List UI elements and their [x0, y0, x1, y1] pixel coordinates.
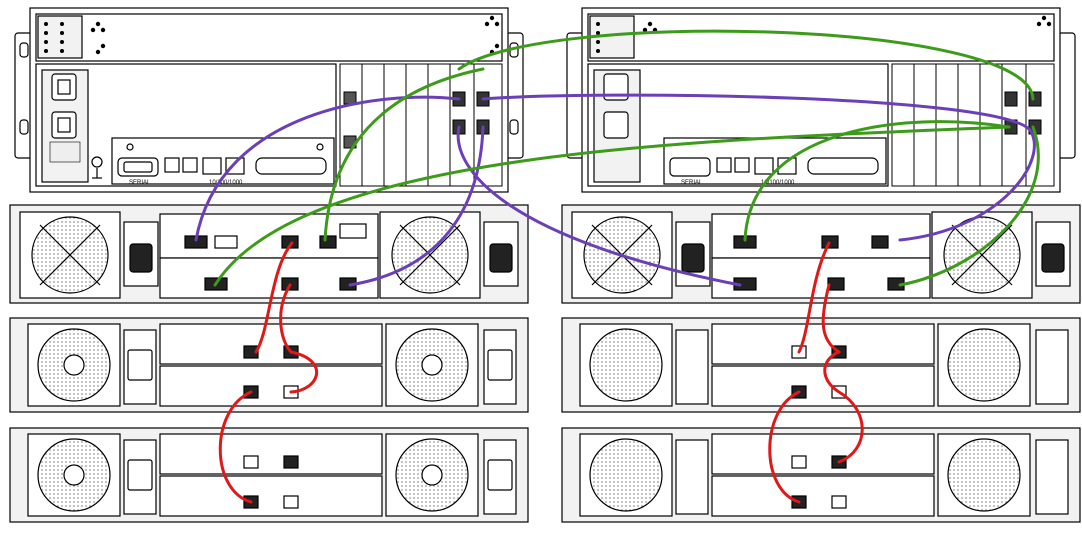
esm-a [159, 433, 383, 475]
esm-port-icon [243, 345, 259, 359]
drive-port-icon [319, 235, 337, 249]
drive-enclosure-left-1 [9, 317, 529, 413]
esm-port-icon [283, 455, 299, 469]
fan-icon [931, 211, 1033, 299]
power-inlet-icon [603, 111, 629, 139]
fan-icon [589, 328, 663, 402]
fan-icon [947, 438, 1021, 512]
red-cable-6 [797, 241, 831, 354]
esm-port-icon [831, 495, 847, 509]
usb-port-icon [164, 157, 180, 173]
ethernet-port-icon [754, 157, 774, 175]
serial-port-icon [669, 157, 711, 177]
purple-cable-3 [456, 125, 742, 287]
esm-port-icon [243, 455, 259, 469]
red-cable-1 [254, 241, 294, 354]
esm-port-icon [283, 495, 299, 509]
red-cable-2 [279, 283, 293, 354]
fan-icon [947, 328, 1021, 402]
purple-cable-4 [348, 125, 485, 287]
red-cable-5 [821, 283, 841, 354]
red-cable-8 [768, 390, 801, 504]
hba-port-icon [1004, 91, 1018, 107]
fan-icon [589, 438, 663, 512]
ethernet-port-icon [777, 157, 797, 175]
right-stack: SERIAL 10/100/1000 [561, 7, 1081, 523]
usb-port-icon [734, 157, 750, 173]
server-right: SERIAL 10/100/1000 [566, 7, 1076, 193]
screw-cluster-icon [90, 15, 500, 55]
left-stack: SERIAL 10/100/1000 [9, 7, 529, 523]
scsi-port-icon [807, 157, 879, 175]
server-left: SERIAL 10/100/1000 [14, 7, 524, 193]
net-label: 10/100/1000 [761, 180, 795, 186]
serial-label: SERIAL [681, 180, 703, 186]
ethernet-port-icon [202, 157, 222, 175]
esm-b [159, 475, 383, 517]
green-cable-1 [457, 29, 1035, 101]
fan-icon [27, 433, 121, 517]
green-cable-4 [213, 125, 1040, 287]
purple-cable-2 [481, 93, 1036, 242]
net-label: 10/100/1000 [209, 180, 243, 186]
server-top-panel [35, 13, 503, 62]
drive-enclosure-left-2 [9, 427, 529, 523]
drive-enclosure-right-1 [561, 317, 1081, 413]
red-cable-7 [823, 350, 864, 464]
esm-port-icon [791, 455, 807, 469]
fan-icon [19, 211, 121, 299]
esm-a [159, 323, 383, 365]
drive-port-icon [827, 277, 845, 291]
controller-enclosure-left [9, 204, 529, 304]
fan-icon [385, 323, 479, 407]
fan-icon [571, 211, 673, 299]
controller-enclosure-right [561, 204, 1081, 304]
usb-port-icon [716, 157, 732, 173]
fan-icon [379, 211, 481, 299]
purple-cable-1 [194, 95, 461, 242]
red-cable-4 [218, 390, 253, 504]
drive-port-icon [871, 235, 889, 249]
fan-icon [27, 323, 121, 407]
drive-enclosure-right-2 [561, 427, 1081, 523]
power-inlet-icon [603, 73, 629, 101]
scsi-port-icon [255, 157, 327, 175]
red-cable-3 [289, 350, 319, 394]
fan-icon [385, 433, 479, 517]
esm-b [159, 365, 383, 407]
cable-layer [194, 29, 1040, 504]
usb-port-icon [182, 157, 198, 173]
serial-label: SERIAL [129, 180, 151, 186]
